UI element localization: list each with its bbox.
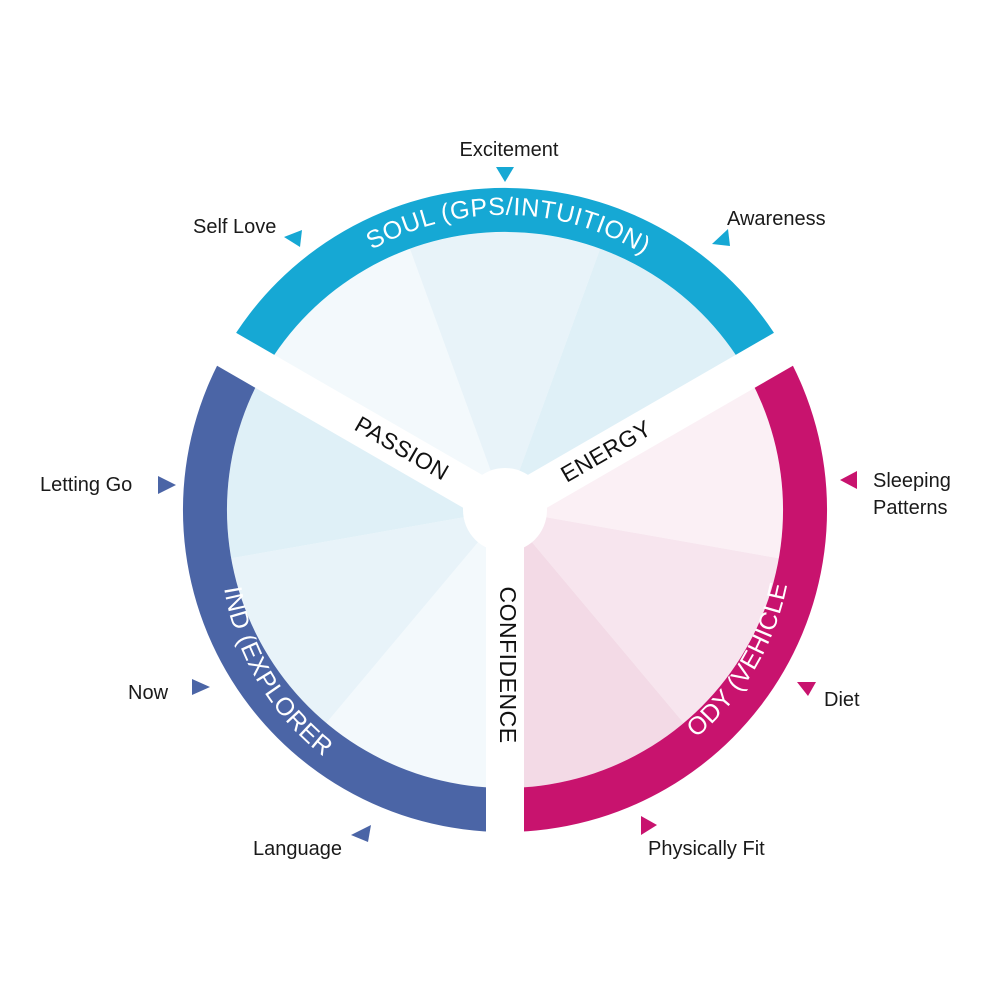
wheel-wedges [226,232,784,789]
item-label-sleeping: Sleeping [873,470,951,492]
item-label-language: Language [253,838,342,860]
item-label-now: Now [128,682,169,704]
wedge-body-2 [505,510,779,723]
marker-self-love-triangle-icon [284,230,302,247]
marker-awareness-triangle-icon [712,229,730,246]
wedge-soul-2 [409,232,601,510]
divider-label-confidence: CONFIDENCE [495,586,521,743]
marker-sleeping-patterns-triangle-icon [840,471,857,489]
divider-gap-3 [199,322,515,527]
wedge-body-3 [505,510,684,788]
center-hub [463,468,547,552]
marker-diet-triangle-icon [797,682,816,696]
ring-soul [226,187,784,371]
wheel-dividers [199,322,811,852]
wedge-soul-3 [505,248,746,511]
wedge-mind-2 [231,510,505,723]
item-label-diet: Diet [824,689,860,711]
marker-now-triangle-icon [192,679,210,695]
marker-physically-fit-triangle-icon [641,816,657,835]
item-label-self-love: Self Love [193,216,276,238]
marker-excitement-triangle-icon [496,167,514,182]
item-label-awareness: Awareness [727,208,826,230]
wheel-rings [182,187,828,832]
divider-gap-1 [495,322,811,527]
marker-letting-go-triangle-icon [158,476,176,494]
item-label-physically-fit: Physically Fit [648,838,765,860]
item-label-patterns: Patterns [873,497,947,519]
ring-mind [182,349,505,832]
wedge-mind-3 [226,371,505,559]
item-label-excitement: Excitement [460,139,559,161]
wedge-body-1 [505,371,784,559]
wedge-mind-1 [326,510,505,789]
item-label-letting-go: Letting Go [40,474,132,496]
marker-language-triangle-icon [351,825,371,842]
wedge-soul-1 [264,248,505,511]
ring-body [505,349,828,832]
